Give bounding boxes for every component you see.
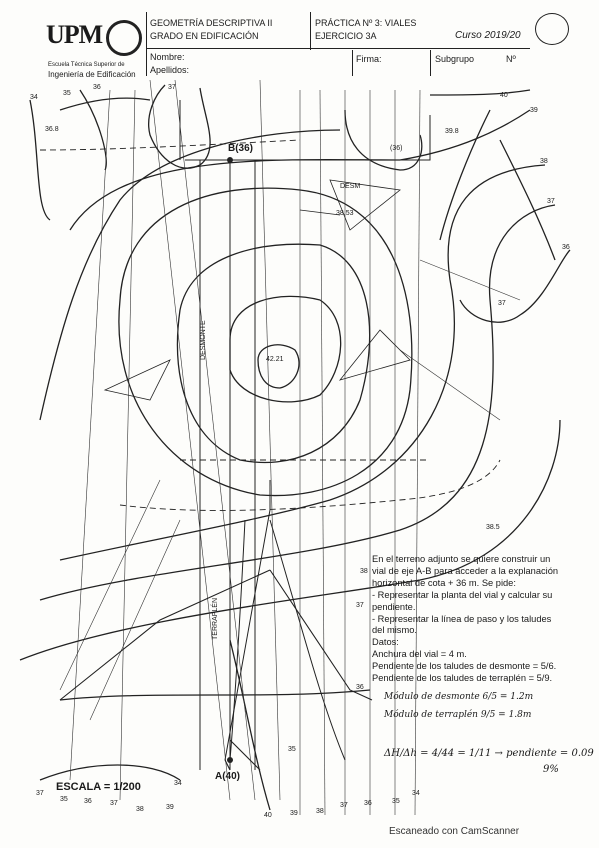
header-divider (146, 48, 530, 49)
fill-slopes (59, 569, 373, 771)
spot-height-label: 39.8 (445, 128, 459, 135)
name-field-label: Nombre: (150, 52, 185, 62)
cut-triangles (103, 179, 411, 401)
statement-line: En el terreno adjunto se quiere construi… (372, 554, 551, 564)
contour-label: 37 (356, 602, 364, 609)
point-a-marker (227, 757, 233, 763)
header-divider (430, 50, 431, 76)
scale-label: ESCALA = 1/200 (56, 781, 141, 793)
summit-height-label: 42.21 (266, 356, 284, 363)
statement-line: - Representar la línea de paso y los tal… (372, 613, 552, 624)
handwritten-signature (535, 13, 569, 45)
bottom-level-label: 40 (264, 812, 272, 819)
practice-title: PRÁCTICA Nº 3: VIALES (315, 18, 417, 28)
bottom-level-label: 38 (136, 806, 144, 813)
contour-label: 39 (530, 107, 538, 114)
header-divider (352, 50, 353, 76)
degree-title: GRADO EN EDIFICACIÓN (150, 31, 259, 41)
handwritten-fill-modulus: Módulo de terraplén 9/5 = 1.8m (384, 710, 532, 720)
bottom-level-label: 39 (290, 810, 298, 817)
bottom-level-label: 35 (392, 798, 400, 805)
contour-label: 38 (360, 568, 368, 575)
header-divider (310, 12, 311, 50)
contour-label: 38 (540, 158, 548, 165)
number-field-label: Nº (506, 54, 516, 64)
bottom-level-label: 39 (166, 804, 174, 811)
point-a-label: A(40) (215, 771, 241, 782)
spot-height-label: 38.53 (336, 210, 354, 217)
spot-height-label: 36.8 (45, 126, 59, 133)
statement-line: - Representar la planta del vial y calcu… (372, 589, 553, 600)
point-b-marker (227, 157, 233, 163)
slope-lines (59, 79, 521, 816)
contour-label: 34 (30, 94, 38, 101)
school-name-line2: Ingeniería de Edificación (48, 70, 136, 79)
statement-line: Pendiente de los taludes de desmonte = 5… (372, 661, 557, 672)
area-label: DESM (340, 183, 361, 190)
contour-label: 36 (562, 244, 570, 251)
statement-line: vial de eje A-B para acceder a la explan… (372, 565, 559, 576)
bottom-level-label: 38 (316, 808, 324, 815)
contour-label: 35 (288, 746, 296, 753)
school-name-line1: Escuela Técnica Superior de (48, 62, 125, 68)
school-seal-icon (106, 20, 142, 56)
header-divider (146, 12, 147, 76)
course-year: Curso 2019/20 (455, 30, 521, 41)
course-title: GEOMETRÍA DESCRIPTIVA II (150, 18, 273, 28)
bottom-level-label: 36 (84, 798, 92, 805)
handwritten-slope-calculation: ΔH/Δh = 4/44 = 1/11 → pendiente = 0.09 (384, 748, 594, 759)
cut-zone-label: DESMONTE (200, 320, 207, 360)
statement-line: Anchura del vial = 4 m. (372, 649, 467, 660)
contour-lines (19, 84, 571, 811)
road-outline (179, 100, 431, 770)
bottom-level-label: 37 (340, 802, 348, 809)
sheet-header: UPM Escuela Técnica Superior de Ingenier… (40, 10, 595, 80)
surname-field-label: Apellidos: (150, 65, 190, 75)
exercise-title: EJERCICIO 3A (315, 31, 377, 41)
signature-field-label: Firma: (356, 54, 382, 64)
contour-label: 38.5 (486, 524, 500, 531)
contour-label: 37 (168, 84, 176, 91)
statement-line: del mismo. (372, 625, 417, 636)
university-monogram: UPM (46, 20, 103, 49)
statement-line: horizontal de cota + 36 m. Se pide: (372, 577, 516, 588)
university-logo: UPM Escuela Técnica Superior de Ingenier… (44, 16, 144, 79)
statement-line: Pendiente de los taludes de terraplén = … (372, 673, 553, 684)
bottom-level-label: 34 (412, 790, 420, 797)
contour-label: 36 (356, 684, 364, 691)
bottom-level-label: 37 (110, 800, 118, 807)
fill-zone-label: TERRAPLÉN (212, 597, 219, 640)
point-b-label: B(36) (228, 143, 254, 154)
statement-line: pendiente. (372, 601, 416, 612)
level-lines-dashed (39, 139, 501, 511)
scanner-watermark: Escaneado con CamScanner (389, 826, 520, 837)
handwritten-slope-percent: 9% (543, 764, 559, 775)
handwritten-cut-modulus: Módulo de desmonte 6/5 = 1.2m (384, 692, 534, 702)
bottom-level-label: 37 (36, 790, 44, 797)
spot-height-label: (36) (390, 145, 403, 152)
contour-label: 37 (498, 300, 506, 307)
bottom-level-label: 36 (364, 800, 372, 807)
contour-label: 40 (500, 92, 508, 99)
contour-label: 34 (174, 780, 182, 787)
bottom-level-label: 35 (60, 796, 68, 803)
contour-label: 37 (547, 198, 555, 205)
statement-line: Datos: (372, 637, 399, 648)
contour-label: 36 (93, 84, 101, 91)
problem-statement: En el terreno adjunto se quiere construi… (372, 554, 592, 685)
contour-label: 35 (63, 90, 71, 97)
subgroup-field-label: Subgrupo (435, 54, 475, 64)
